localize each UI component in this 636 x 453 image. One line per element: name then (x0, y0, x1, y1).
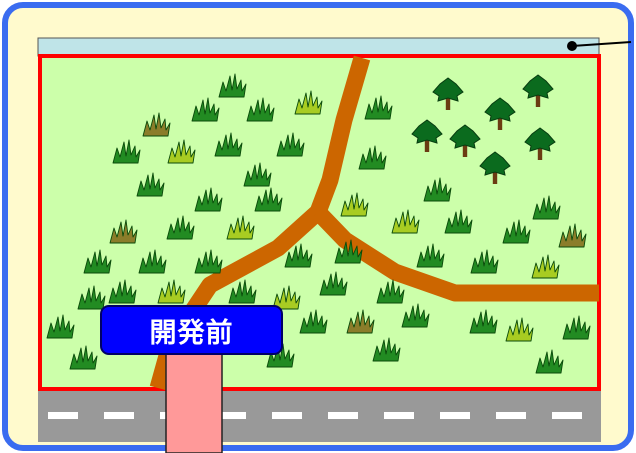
label-text: 開発前 (149, 317, 234, 349)
leader-dot-icon (567, 41, 577, 51)
before-development-label: 開発前 (100, 305, 283, 355)
leader-line (571, 41, 632, 47)
access-road (165, 339, 223, 453)
top-strip (37, 37, 600, 57)
